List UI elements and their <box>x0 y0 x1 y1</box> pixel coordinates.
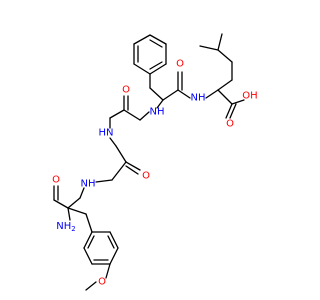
methoxyphenyl-ring <box>83 231 119 291</box>
tyrosine-backbone <box>53 185 93 233</box>
leucine-residue <box>199 33 245 119</box>
amide-nh-tyr: NH <box>81 179 96 190</box>
glycine-residue-2 <box>95 137 141 183</box>
carbonyl-oxygen-tyr: O <box>52 175 60 186</box>
amide-nh-phe: NH <box>150 107 165 118</box>
amine-nh2: NH2 <box>56 221 75 234</box>
phenyl-ring <box>133 34 167 75</box>
carbonyl-oxygen-gly2: O <box>142 171 150 182</box>
amide-nh-leu: NH <box>191 93 206 104</box>
atom-labels: O NH OH O NH O HN O NH O NH2 O <box>52 59 258 288</box>
carbonyl-oxygen-phe: O <box>176 59 184 70</box>
carbonyl-oxygen-gly1: O <box>122 85 130 96</box>
hydroxyl-oh: OH <box>242 91 257 102</box>
carbonyl-oxygen-acid: O <box>226 119 234 130</box>
molecule-diagram: O NH OH O NH O HN O NH O NH2 O <box>52 33 258 291</box>
amide-hn-gly: HN <box>99 128 114 139</box>
phenylalanine-backbone <box>149 71 191 109</box>
glycine-residue-1 <box>109 95 150 129</box>
structure-canvas: O NH OH O NH O HN O NH O NH2 O <box>52 33 258 291</box>
methoxy-oxygen: O <box>98 277 106 288</box>
